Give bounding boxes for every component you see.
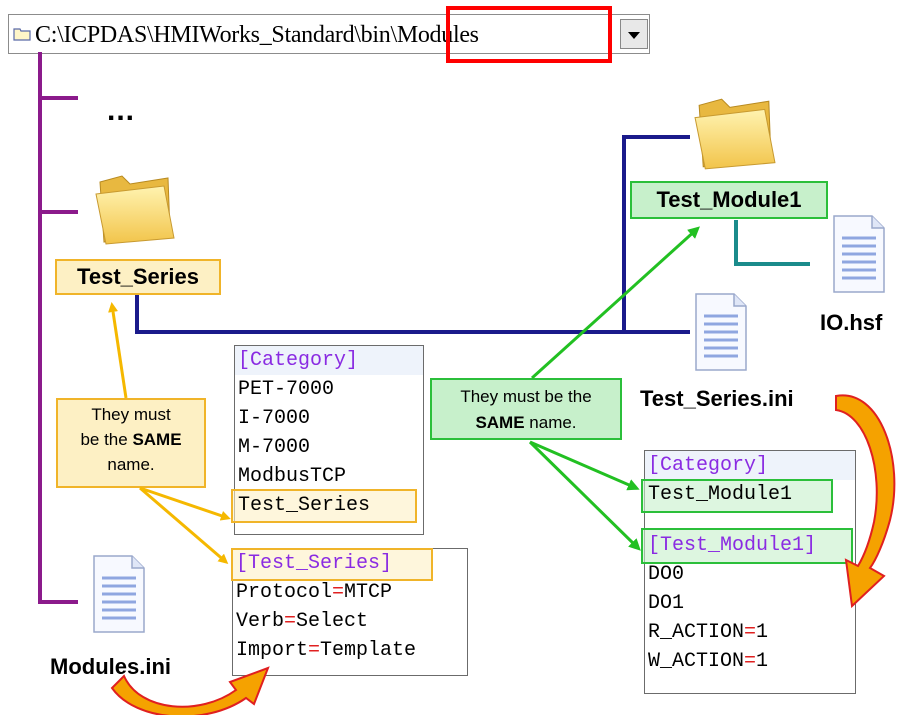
modules-ini-category-panel: [Category] PET-7000 I-7000 M-7000 Modbus…: [231, 345, 424, 535]
same-name-callout-right: They must be the SAME name.: [430, 378, 622, 440]
code-line: [Test_Series]: [231, 548, 467, 581]
modules-ini-section-panel: [Test_Series] Protocol=MTCP Verb=Select …: [231, 548, 468, 676]
arrow: [139, 486, 231, 521]
folder-icon[interactable]: [693, 94, 777, 174]
code-line: [Test_Module1]: [641, 528, 855, 564]
highlight-box: [231, 548, 433, 581]
series-folder-label: Test_Series: [55, 259, 221, 295]
arrow: [530, 226, 700, 380]
code-line: R_ACTION=1: [648, 621, 769, 644]
code-line: ModbusTCP: [238, 465, 347, 488]
address-path: C:\ICPDAS\HMIWorks_Standard\bin\Modules: [35, 22, 479, 48]
tree-connector-line: [135, 295, 139, 333]
more-items-ellipsis: ...: [107, 94, 136, 127]
series-ini-filename: Test_Series.ini: [640, 386, 794, 411]
arrow: [108, 302, 128, 399]
tree-trunk-line: [38, 52, 42, 604]
document-icon[interactable]: [92, 554, 146, 634]
address-bar[interactable]: C:\ICPDAS\HMIWorks_Standard\bin\Modules: [8, 14, 650, 54]
curved-arrow: [110, 666, 270, 715]
code-line: W_ACTION=1: [648, 650, 769, 673]
arrow: [528, 440, 641, 551]
document-icon[interactable]: [694, 292, 748, 372]
code-line: [Category]: [235, 346, 423, 375]
highlight-box: [231, 489, 417, 523]
arrow: [139, 486, 229, 564]
code-line: Test_Series: [231, 489, 423, 523]
curved-arrow: [835, 394, 896, 609]
code-line: PET-7000: [238, 378, 335, 401]
code-line: M-7000: [238, 436, 311, 459]
highlight-box: [641, 479, 833, 513]
modules-ini-filename: Modules.ini: [50, 654, 171, 679]
code-line: Test_Module1: [641, 479, 855, 513]
address-dropdown-button[interactable]: [620, 19, 648, 49]
folder-icon[interactable]: [94, 172, 176, 248]
tree-connector-line: [622, 135, 690, 139]
code-line: Import=Template: [236, 639, 417, 662]
code-line: Verb=Select: [236, 610, 369, 633]
tree-connector-line: [734, 262, 810, 266]
highlight-box: [641, 528, 853, 564]
tree-branch-line: [38, 600, 78, 604]
series-ini-panel: [Category] Test_Module1 [Test_Module1] D…: [641, 450, 856, 694]
code-line: Protocol=MTCP: [236, 581, 393, 604]
io-hsf-filename: IO.hsf: [820, 310, 883, 335]
tree-connector-line: [622, 135, 626, 332]
modules-folder-highlight: [446, 6, 612, 63]
code-line: DO0: [648, 563, 685, 586]
same-name-callout-left: They must be the SAME name.: [56, 398, 206, 488]
folder-icon: [13, 28, 31, 41]
code-line: DO1: [648, 592, 685, 615]
tree-connector-line: [135, 330, 690, 334]
code-line: [Category]: [645, 451, 855, 480]
tree-branch-line: [38, 96, 78, 100]
code-line: I-7000: [238, 407, 311, 430]
arrow: [529, 440, 640, 491]
module-folder-label: Test_Module1: [630, 181, 828, 219]
document-icon[interactable]: [832, 214, 886, 294]
chevron-down-icon: [628, 32, 640, 39]
tree-connector-line: [734, 220, 738, 265]
tree-branch-line: [38, 210, 78, 214]
